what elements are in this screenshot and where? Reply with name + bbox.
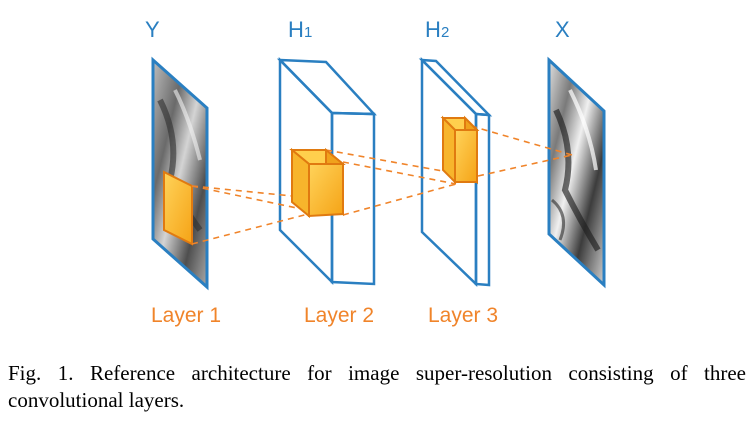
architecture-diagram: Y H 1 H 2 X [145,17,606,327]
connection-lines [191,125,573,245]
feature-map-h1 [276,56,377,286]
layer-label-1: Layer 1 [151,304,221,327]
svg-text:H: H [425,17,441,42]
caption-text: Reference architecture for image super-r… [8,361,747,412]
label-x: X [555,17,570,42]
layer3-kernel-cube [440,115,480,185]
layer-label-3: Layer 3 [428,304,498,327]
layer2-kernel-cube [289,147,346,219]
figure-caption: Fig. 1. Reference architecture for image… [8,360,746,414]
label-h1: H 1 [288,17,312,42]
input-image-y [151,56,209,291]
feature-map-h2 [418,56,493,287]
label-h2: H 2 [425,17,449,42]
layer1-kernel-patch [163,170,193,246]
output-image-x [547,56,606,289]
caption-prefix: Fig. 1. [8,361,74,385]
svg-text:2: 2 [441,24,449,41]
svg-text:1: 1 [304,24,312,41]
svg-text:H: H [288,17,304,42]
label-y: Y [145,17,160,42]
layer-label-2: Layer 2 [304,304,374,327]
